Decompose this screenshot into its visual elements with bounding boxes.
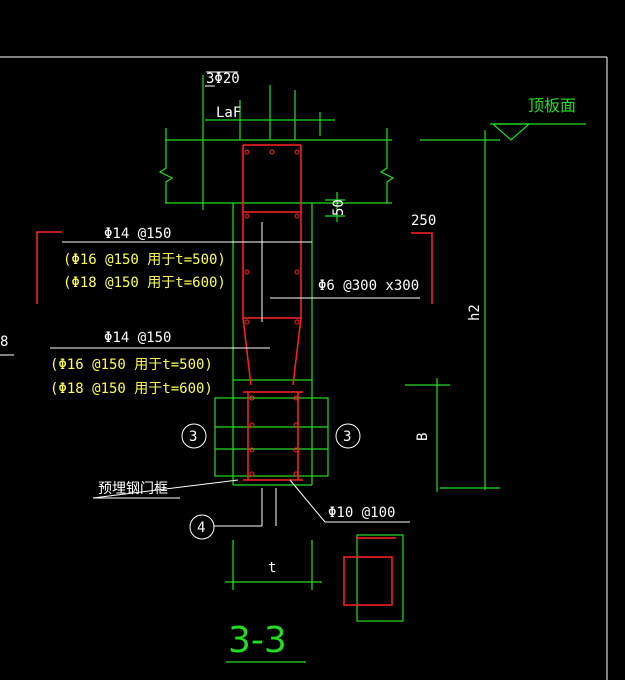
drawing-frame (0, 56, 608, 680)
rebar-lower-alt1: (Φ16 @150 用于t=500) (50, 357, 213, 373)
rebar-dots (244, 149, 300, 477)
dim-t-label: t (268, 560, 276, 576)
slab-top-label: 顶板面 (528, 96, 576, 115)
annotation-leaders (50, 71, 420, 527)
top-bars-label: 3Φ20 (206, 71, 240, 87)
rebar-upper-alt2: (Φ18 @150 用于t=600) (63, 275, 226, 291)
section-title: 3-3 (228, 620, 287, 661)
rebar-cage (36, 144, 433, 606)
stirrup-label: Φ10 @100 (328, 505, 395, 521)
callout-right-text: 3 (343, 429, 351, 445)
dim-50-label: 50 (331, 199, 347, 216)
concrete-outline (158, 75, 586, 663)
dim-h2-label: h2 (467, 304, 483, 321)
dim-b-label: B (415, 433, 431, 441)
rebar-upper-alt1: (Φ16 @150 用于t=500) (63, 252, 226, 268)
dim-250-label: 250 (411, 213, 436, 229)
callout-circle-right: 3 (335, 423, 361, 449)
rebar-lower-alt2: (Φ18 @150 用于t=600) (50, 381, 213, 397)
rebar-upper-main: Φ14 @150 (104, 226, 171, 242)
rebar-lower-main: Φ14 @150 (104, 330, 171, 346)
embedded-frame-label: 预埋钢门框 (98, 481, 168, 497)
callout-circle-left: 3 (181, 423, 207, 449)
tie-label: Φ6 @300 x300 (318, 278, 419, 294)
callout-bottom-text: 4 (197, 520, 205, 536)
callout-circle-bottom: 4 (189, 514, 215, 540)
left-edge-label: 8 (0, 334, 8, 350)
anchor-length-label: LaF (216, 105, 241, 121)
callout-left-text: 3 (189, 429, 197, 445)
